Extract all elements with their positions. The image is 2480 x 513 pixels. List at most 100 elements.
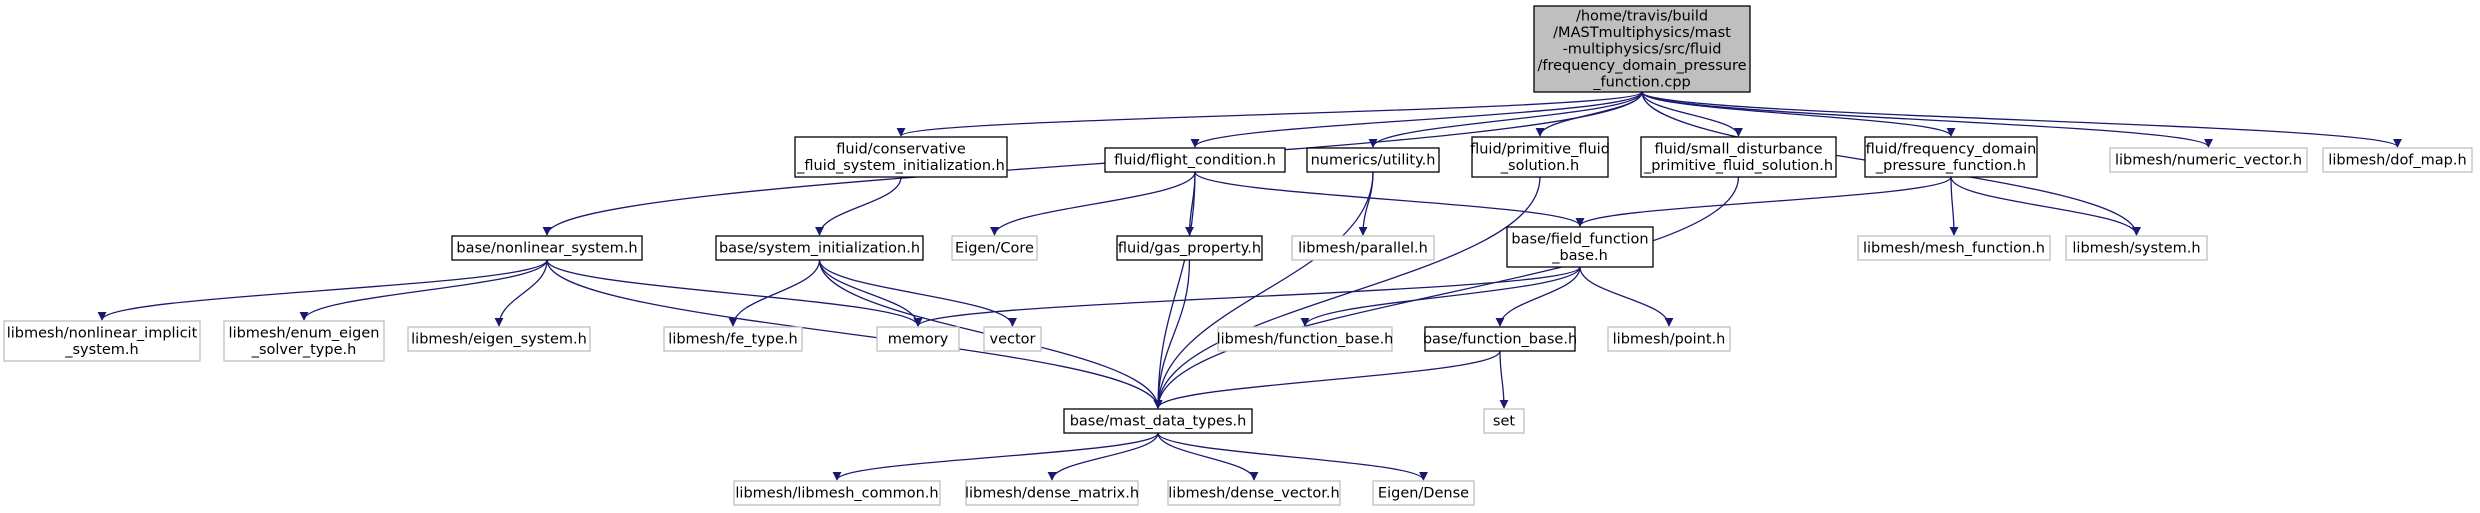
node-label-line: fluid/frequency_domain	[1866, 141, 2037, 157]
node-label-line: _pressure_function.h	[1875, 158, 2026, 174]
node-label-line: _solution.h	[1500, 158, 1579, 174]
node-label-line: _primitive_fluid_solution.h	[1643, 158, 1833, 174]
edge-numerics_utility-to-mast_data_types	[1153, 171, 1374, 409]
node-flight-condition[interactable]: fluid/flight_condition.h	[1104, 147, 1286, 173]
node-box	[1063, 408, 1253, 434]
edge-system_init-to-fe_type	[728, 259, 821, 327]
edge-flight_condition-to-field_function_base	[1194, 171, 1585, 227]
node-box	[1116, 235, 1263, 261]
node-label-line: -multiphysics/src/fluid	[1563, 42, 1722, 58]
node-label-line: fluid/gas_property.h	[1118, 241, 1261, 257]
node-mast-data-types[interactable]: base/mast_data_types.h	[1063, 408, 1253, 434]
node-fe-type: libmesh/fe_type.h	[663, 326, 803, 352]
node-box	[223, 320, 385, 362]
node-label-line: base/field_function	[1511, 231, 1648, 247]
node-box	[794, 136, 1008, 178]
node-root[interactable]: /home/travis/build/MASTmultiphysics/mast…	[1533, 5, 1751, 93]
node-eigen-system: libmesh/eigen_system.h	[407, 326, 591, 352]
node-box	[715, 235, 924, 261]
node-small-disturbance[interactable]: fluid/small_disturbance_primitive_fluid_…	[1640, 136, 1837, 178]
node-base-function-base[interactable]: base/function_base.h	[1423, 326, 1577, 352]
node-box	[1291, 235, 1435, 261]
node-mesh-function: libmesh/mesh_function.h	[1857, 235, 2051, 261]
node-box	[1306, 147, 1440, 173]
node-conservative-init[interactable]: fluid/conservative_fluid_system_initiali…	[794, 136, 1008, 178]
node-box	[1471, 136, 1609, 178]
node-numeric-vector: libmesh/numeric_vector.h	[2109, 147, 2308, 173]
node-numerics-utility[interactable]: numerics/utility.h	[1306, 147, 1440, 173]
edge-nonlinear_system-to-enum_eigen	[299, 259, 548, 321]
node-label-line: memory	[888, 332, 949, 348]
edge-mast_data_types-to-libmesh_common	[832, 432, 1159, 481]
node-parallel: libmesh/parallel.h	[1291, 235, 1435, 261]
node-box	[407, 326, 591, 352]
node-label-line: _fluid_system_initialization.h	[796, 158, 1005, 174]
node-label-line: base/nonlinear_system.h	[456, 241, 637, 257]
node-box	[451, 235, 643, 261]
node-label-line: libmesh/mesh_function.h	[1863, 241, 2045, 257]
node-label-line: vector	[990, 332, 1036, 348]
edge-gas_property-to-mast_data_types	[1153, 259, 1191, 409]
edge-field_function_base-to-lm_function_base	[1300, 266, 1581, 327]
node-box	[1533, 5, 1751, 93]
node-box	[1372, 480, 1475, 506]
edge-freq_domain_pf-to-field_function_base	[1575, 176, 1952, 227]
node-lm-function-base: libmesh/function_base.h	[1217, 326, 1394, 352]
edge-nonlinear_system-to-nonlinear_implicit	[97, 259, 548, 321]
edge-mast_data_types-to-dense_vector	[1157, 432, 1259, 481]
node-freq-domain-pf[interactable]: fluid/frequency_domain_pressure_function…	[1864, 136, 2038, 178]
node-label-line: libmesh/parallel.h	[1298, 241, 1428, 257]
node-label-line: numerics/utility.h	[1311, 153, 1436, 169]
node-label-line: fluid/primitive_fluid	[1470, 141, 1610, 157]
edge-root-to-dof_map	[1641, 91, 2402, 148]
node-dof-map: libmesh/dof_map.h	[2322, 147, 2473, 173]
node-label-line: libmesh/system.h	[2072, 241, 2200, 257]
node-box	[2065, 235, 2208, 261]
node-label-line: Eigen/Core	[955, 241, 1034, 257]
node-memory: memory	[876, 326, 960, 352]
edge-flight_condition-to-mast_data_types	[1153, 171, 1196, 409]
node-nonlinear-implicit: libmesh/nonlinear_implicit_system.h	[3, 320, 201, 362]
edge-root-to-numeric_vector	[1641, 91, 2213, 148]
edge-nonlinear_system-to-eigen_system	[494, 259, 548, 327]
node-primitive-fluid[interactable]: fluid/primitive_fluid_solution.h	[1470, 136, 1610, 178]
edge-base_function_base-to-set	[1499, 350, 1509, 409]
node-dense-vector: libmesh/dense_vector.h	[1167, 480, 1341, 506]
node-box	[1607, 326, 1731, 352]
node-label-line: _function.cpp	[1592, 75, 1690, 91]
node-box	[733, 480, 941, 506]
node-libmesh-common: libmesh/libmesh_common.h	[733, 480, 941, 506]
edge-root-to-numerics_utility	[1368, 91, 1643, 148]
node-box	[876, 326, 960, 352]
node-label-line: libmesh/function_base.h	[1217, 332, 1394, 348]
node-label-line: libmesh/enum_eigen	[229, 325, 380, 341]
node-label-line: _base.h	[1551, 248, 1608, 264]
node-box	[1104, 147, 1286, 173]
node-label-line: base/mast_data_types.h	[1070, 414, 1247, 430]
edge-mast_data_types-to-dense_matrix	[1047, 432, 1159, 481]
node-label-line: libmesh/libmesh_common.h	[735, 486, 938, 502]
node-system-init[interactable]: base/system_initialization.h	[715, 235, 924, 261]
edge-field_function_base-to-base_function_base	[1495, 266, 1581, 327]
edge-root-to-primitive_fluid	[1535, 91, 1643, 137]
edge-system_init-to-memory	[818, 259, 923, 327]
node-nonlinear-system[interactable]: base/nonlinear_system.h	[451, 235, 643, 261]
node-gas-property[interactable]: fluid/gas_property.h	[1116, 235, 1263, 261]
node-label-line: base/system_initialization.h	[719, 241, 920, 257]
node-box	[1424, 326, 1576, 352]
node-box	[1217, 326, 1393, 352]
node-label-line: /home/travis/build	[1576, 9, 1708, 25]
node-field-function-base[interactable]: base/field_function_base.h	[1506, 226, 1654, 268]
node-box	[2322, 147, 2473, 173]
node-box	[1864, 136, 2038, 178]
node-box	[983, 326, 1042, 352]
node-label-line: libmesh/nonlinear_implicit	[7, 325, 198, 341]
edge-conservative_init-to-system_init	[815, 176, 902, 236]
edge-field_function_base-to-point	[1579, 266, 1674, 327]
edge-nonlinear_system-to-mast_data_types	[546, 259, 1163, 409]
node-label-line: _system.h	[64, 342, 138, 358]
edge-root-to-small_disturbance	[1641, 91, 1743, 137]
node-box	[663, 326, 803, 352]
node-box	[1640, 136, 1837, 178]
node-label-line: fluid/flight_condition.h	[1114, 153, 1276, 169]
